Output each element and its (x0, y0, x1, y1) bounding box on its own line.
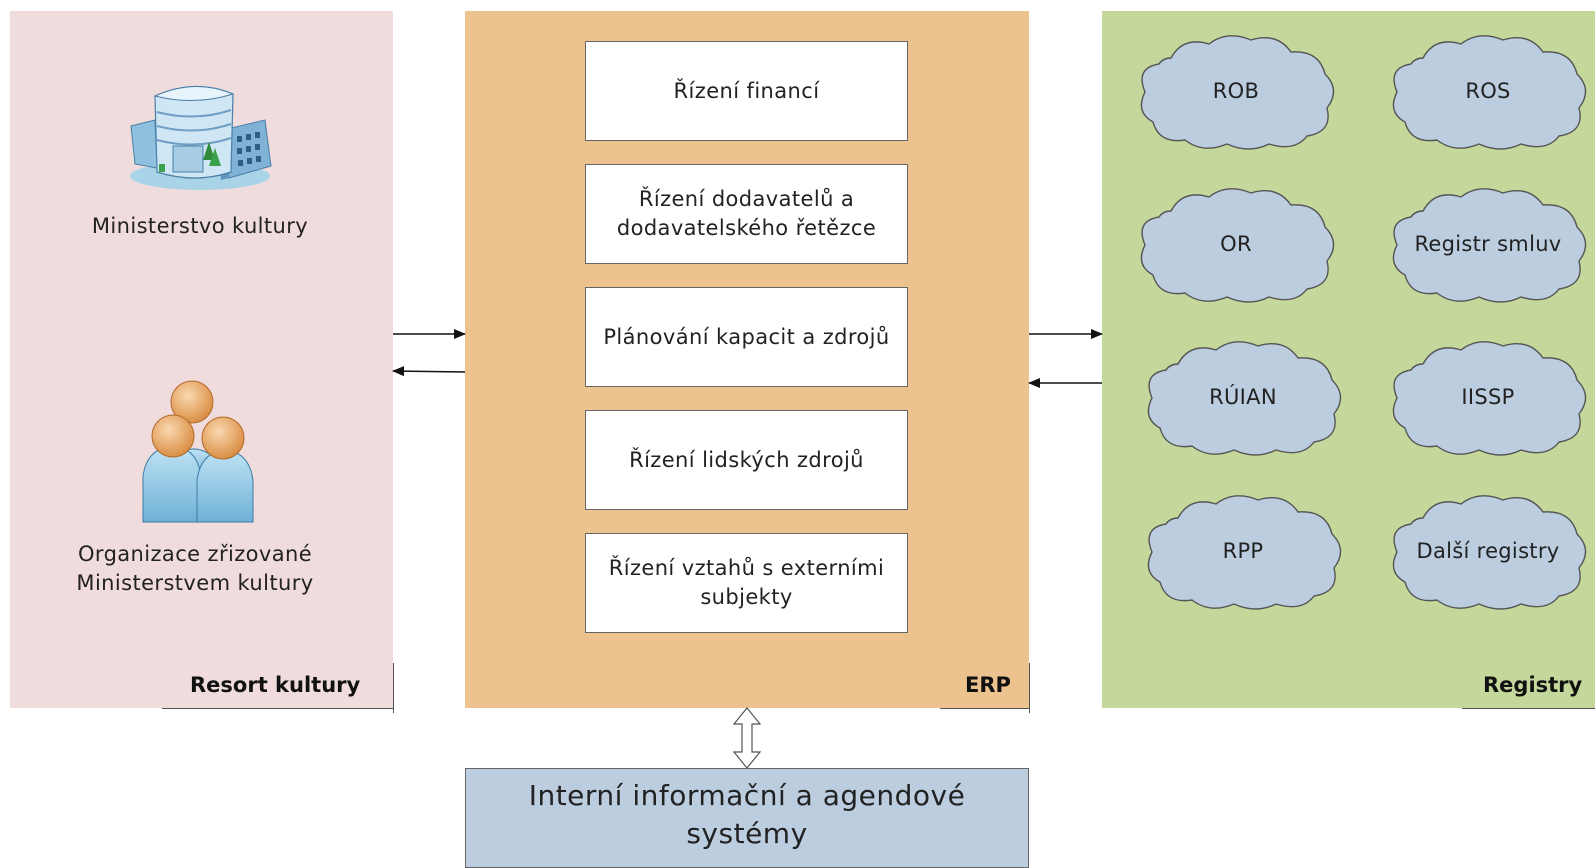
organizations-label: Organizace zřizované Ministerstvem kultu… (40, 540, 350, 598)
interni-systemy-line1: Interní informační a agendové (528, 779, 966, 812)
organizations-label-line2: Ministerstvem kultury (76, 571, 314, 595)
registry-cloud-registr-smluv: Registr smluv (1383, 181, 1593, 307)
resort-label-rule (162, 708, 394, 709)
registry-label-rule (1462, 708, 1595, 709)
registry-cloud-ros: ROS (1383, 28, 1593, 154)
arrow-erp-to-resort (392, 366, 466, 377)
erp-label-rule (940, 708, 1030, 709)
resort-label-rule-v (393, 663, 394, 713)
registry-cloud-rpp: RPP (1138, 488, 1348, 614)
registry-cloud-registr-smluv-label: Registr smluv (1414, 232, 1562, 256)
resort-kultury-label: Resort kultury (190, 673, 361, 697)
registry-cloud-rob: ROB (1131, 28, 1341, 154)
erp-label: ERP (965, 673, 1011, 697)
people-group-icon (135, 380, 265, 530)
ministry-label: Ministerstvo kultury (91, 214, 309, 238)
registry-cloud-ros-label: ROS (1465, 79, 1511, 103)
interni-systemy-box: Interní informační a agendové systémy (465, 768, 1029, 868)
organizations-label-line1: Organizace zřizované (77, 542, 313, 566)
erp-module-financi: Řízení financí (585, 41, 908, 141)
erp-label-rule-v (1029, 663, 1030, 713)
registry-cloud-ruian: RÚIAN (1138, 334, 1348, 460)
erp-module-lidskych-zdroju: Řízení lidských zdrojů (585, 410, 908, 510)
interni-systemy-line2: systémy (686, 817, 808, 850)
registry-cloud-or-label: OR (1220, 232, 1252, 256)
registry-cloud-or: OR (1131, 181, 1341, 307)
registry-cloud-dalsi-label: Další registry (1416, 539, 1560, 563)
registry-cloud-iissp-label: IISSP (1461, 385, 1515, 409)
registry-label: Registry (1483, 673, 1583, 697)
registry-cloud-iissp: IISSP (1383, 334, 1593, 460)
erp-module-dodavatelu: Řízení dodavatelů a dodavatelského řetěz… (585, 164, 908, 264)
erp-module-vztahu: Řízení vztahů s externími subjekty (585, 533, 908, 633)
bidirectional-arrow-icon (732, 707, 762, 769)
registry-cloud-rob-label: ROB (1212, 79, 1260, 103)
registry-cloud-ruian-label: RÚIAN (1209, 385, 1277, 409)
building-icon (125, 68, 275, 193)
registry-cloud-rpp-label: RPP (1222, 539, 1264, 563)
registry-cloud-dalsi: Další registry (1383, 488, 1593, 614)
erp-module-planovani: Plánování kapacit a zdrojů (585, 287, 908, 387)
